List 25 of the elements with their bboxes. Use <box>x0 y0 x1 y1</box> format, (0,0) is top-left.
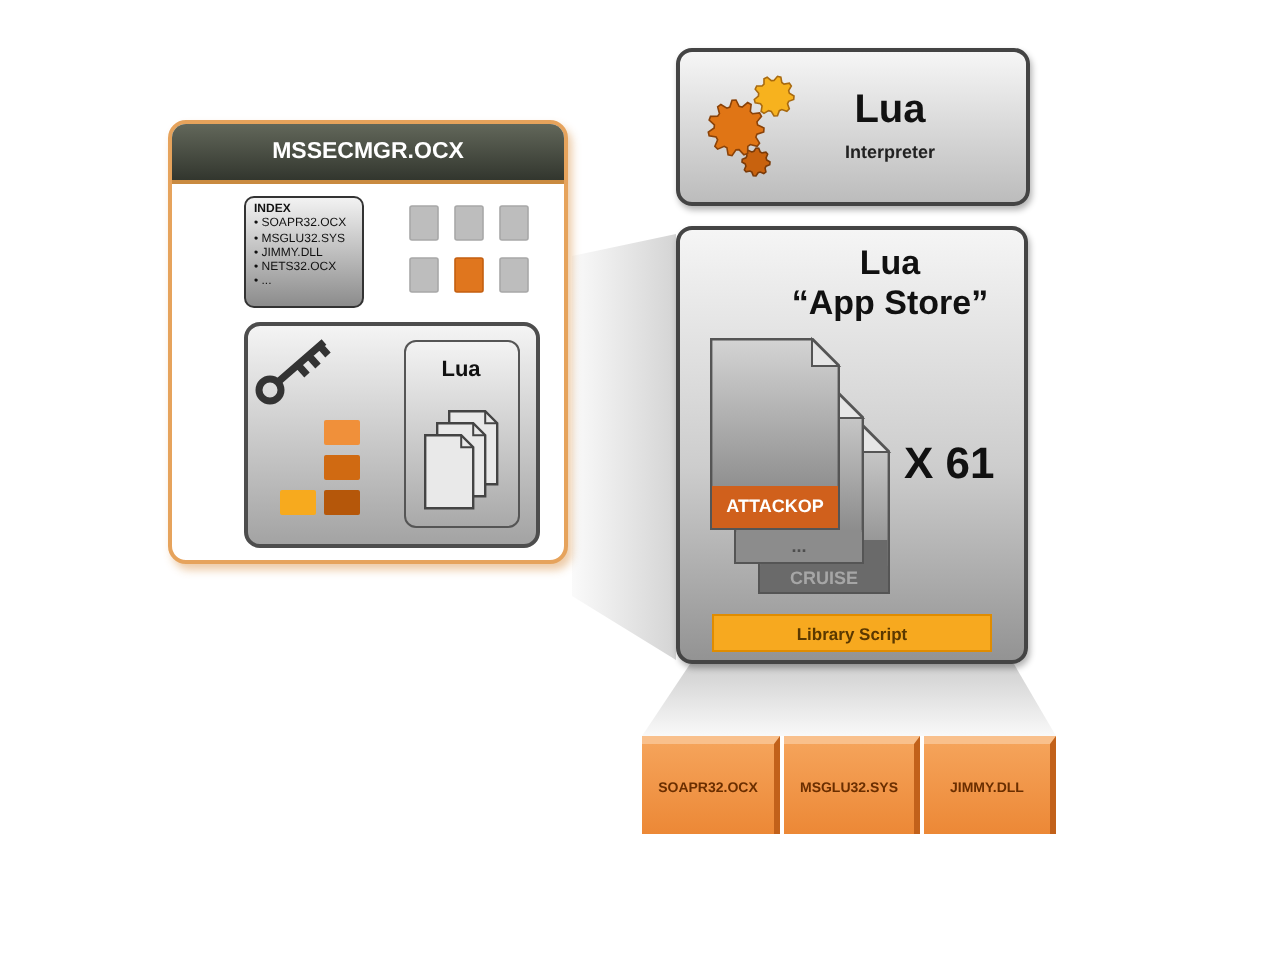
multiplier-label: X 61 <box>904 440 995 488</box>
box-title: Lua <box>854 88 926 134</box>
file-block <box>784 736 920 834</box>
bar-label: Library Script <box>796 623 908 643</box>
file-card <box>168 120 568 564</box>
file-label-band <box>712 486 838 528</box>
interpreter-box <box>676 48 1030 206</box>
projection-wedge <box>642 664 1056 736</box>
file-label-band <box>760 566 888 592</box>
file-block <box>924 736 1056 834</box>
box-title: Lua <box>441 358 481 384</box>
box-subtitle: Interpreter <box>845 142 935 163</box>
file-label-band <box>736 532 862 562</box>
module-panel <box>244 322 540 548</box>
box-title: “App Store” <box>791 284 989 324</box>
file-label: CRUISE <box>789 568 858 590</box>
card-header: MSSECMGR.OCX <box>172 124 564 184</box>
script-bar <box>712 614 992 652</box>
box-title: Lua <box>859 244 921 284</box>
script-box <box>404 340 520 528</box>
index-panel <box>244 196 364 308</box>
file-block <box>642 736 780 834</box>
file-label: ... <box>791 536 807 558</box>
projection-wedge <box>572 234 676 660</box>
file-label: ATTACKOP <box>726 496 824 518</box>
